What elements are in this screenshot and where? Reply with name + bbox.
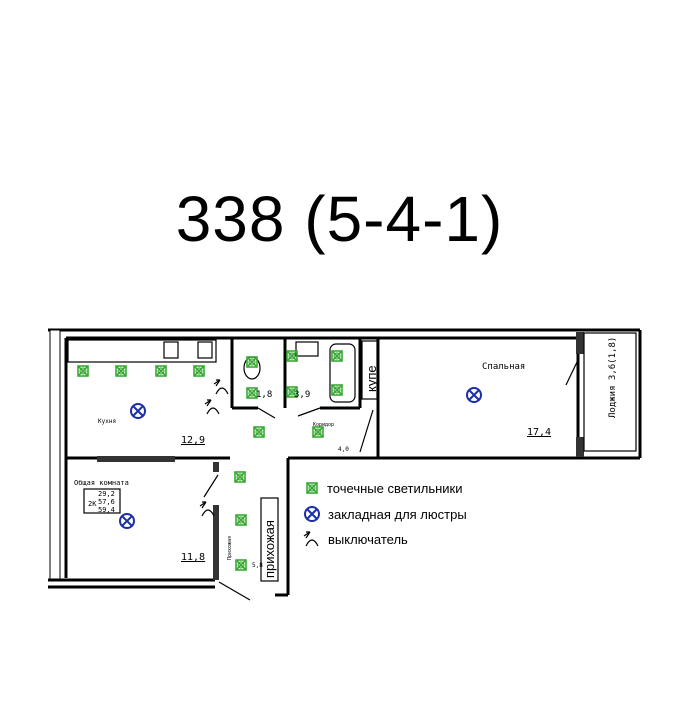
closet-hall-label: прихожая bbox=[262, 520, 277, 578]
spotlight-icon bbox=[306, 482, 318, 494]
chandelier-mount-icon bbox=[466, 387, 482, 403]
kitchen-name: Кухня bbox=[98, 418, 116, 425]
spotlight-icon bbox=[235, 514, 247, 526]
switch-icon bbox=[213, 379, 229, 395]
total-area-with-loggia: 59,4 bbox=[98, 506, 115, 514]
bathroom-area: 3,9 bbox=[294, 390, 310, 400]
chandelier-mount-icon bbox=[130, 403, 146, 419]
toilet-area: 1,8 bbox=[256, 390, 272, 400]
living-area-total: 29,2 bbox=[98, 490, 115, 498]
spotlight-icon bbox=[115, 365, 127, 377]
living-area: 11,8 bbox=[181, 552, 205, 563]
legend-label: точечные светильники bbox=[327, 481, 462, 496]
spotlight-icon bbox=[77, 365, 89, 377]
switch-icon bbox=[204, 399, 220, 415]
spotlight-icon bbox=[193, 365, 205, 377]
spotlight-icon bbox=[253, 426, 265, 438]
hall-area: 5,8 bbox=[252, 562, 263, 569]
walls bbox=[48, 328, 642, 601]
legend: точечные светильники закладная для люстр… bbox=[303, 481, 467, 547]
closet-hall bbox=[260, 497, 279, 582]
total-area: 57,6 bbox=[98, 498, 115, 506]
closet-kupe-label: купе bbox=[364, 365, 379, 392]
loggia-name: Лоджия 3,6(1,8) bbox=[608, 337, 618, 418]
legend-label: выключатель bbox=[328, 532, 408, 547]
closet-kupe bbox=[361, 340, 378, 400]
legend-label: закладная для люстры bbox=[328, 507, 467, 522]
chandelier-mount-icon bbox=[119, 513, 135, 529]
spotlight-icon bbox=[234, 471, 246, 483]
spotlight-icon bbox=[235, 559, 247, 571]
switch-icon bbox=[303, 531, 319, 547]
spotlight-icon bbox=[246, 356, 258, 368]
living-name: Общая комната bbox=[74, 479, 129, 487]
spotlight-icon bbox=[331, 350, 343, 362]
spotlight-icon bbox=[155, 365, 167, 377]
spotlight-icon bbox=[312, 426, 324, 438]
corridor-name: Коридор bbox=[313, 422, 334, 428]
spotlight-icon bbox=[331, 384, 343, 396]
chandelier-mount-icon bbox=[304, 506, 320, 522]
hall-name: Прихожая bbox=[227, 536, 233, 560]
bedroom-area: 17,4 bbox=[527, 427, 551, 438]
switch-icon bbox=[199, 501, 215, 517]
apartment-type: 2К bbox=[88, 500, 97, 508]
spotlight-icon bbox=[286, 350, 298, 362]
bedroom-name: Спальная bbox=[482, 362, 525, 372]
apartment-title: 338 (5-4-1) bbox=[175, 183, 504, 255]
corridor-area: 4,0 bbox=[338, 446, 349, 453]
kitchen-area: 12,9 bbox=[181, 435, 205, 446]
